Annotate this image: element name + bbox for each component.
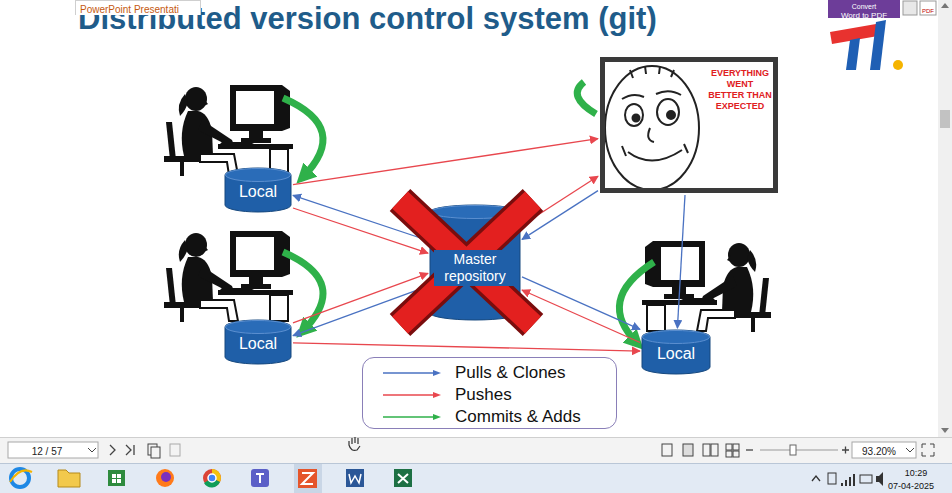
legend-row: Commits & Adds: [363, 406, 616, 428]
push-arrow: [293, 343, 640, 351]
button-text: Convert: [852, 3, 877, 10]
repository-label: Master repository: [434, 250, 516, 286]
clock-time-holder: 10:29: [896, 465, 936, 477]
legend-line: [363, 362, 443, 384]
meme-caption: EVERYTHING WENT BETTER THAN EXPECTED: [708, 68, 772, 112]
local-repository: Local: [642, 330, 710, 374]
tab-title: PowerPoint Presentati: [80, 4, 179, 15]
page-number: 12 / 57: [32, 446, 63, 457]
legend-text: Pulls & Clones: [455, 363, 566, 383]
icon-text-holder: PDF: [920, 3, 936, 13]
legend-line: [363, 406, 443, 428]
legend-row: Pulls & Clones: [363, 362, 616, 384]
legend-box: Pulls & ClonesPushesCommits & Adds: [362, 357, 617, 429]
repository-label: Local: [657, 345, 695, 363]
tab-title-holder: PowerPoint Presentati: [75, 0, 201, 15]
local-repository: Local: [225, 320, 291, 364]
clock-time: 10:29: [905, 468, 928, 478]
local-repository: Local: [225, 168, 291, 212]
legend-text: Commits & Adds: [455, 407, 581, 427]
master-repository: Master repository: [430, 205, 520, 320]
repository-label: Local: [239, 183, 277, 201]
legend-line: [363, 384, 443, 406]
zoom-level: 93.20%: [862, 446, 896, 457]
legend-row: Pushes: [363, 384, 616, 406]
zoom-level-holder: 93.20%: [853, 443, 905, 457]
clock-date: 07-04-2025: [888, 481, 934, 491]
button-text-holder: Word to PDF: [828, 8, 900, 18]
button-text-holder: Convert: [828, 0, 900, 8]
button-text: Word to PDF: [841, 11, 887, 20]
pull-arrow: [677, 195, 685, 328]
page-number-holder: 12 / 57: [9, 443, 85, 457]
meme-picture: EVERYTHING WENT BETTER THAN EXPECTED: [600, 57, 778, 193]
pull-arrow: [522, 277, 640, 330]
legend-text: Pushes: [455, 385, 512, 405]
clock-date-holder: 07-04-2025: [883, 478, 939, 490]
push-arrow: [293, 139, 598, 185]
repository-label: Local: [239, 335, 277, 353]
icon-text: PDF: [922, 8, 934, 14]
